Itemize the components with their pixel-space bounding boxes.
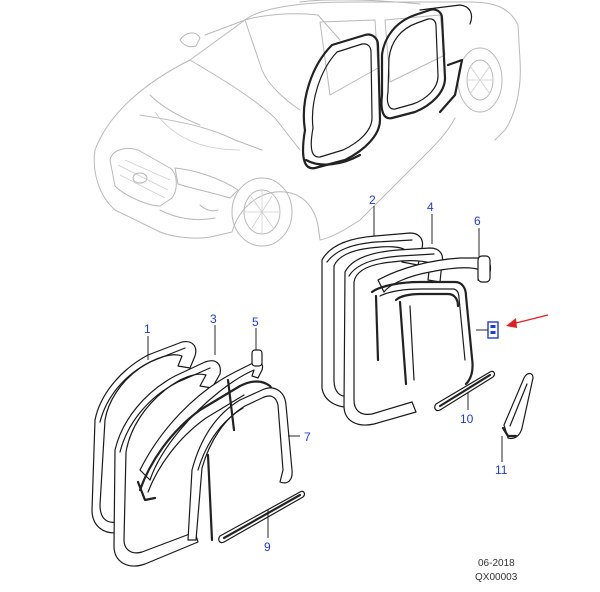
callout-8: 8 [488,336,489,338]
clip-marker-icon [487,321,499,339]
vehicle-illustration [93,0,521,247]
leader-lines [147,206,503,538]
glass-run-channel [370,280,474,386]
reference-code: QX00003 [475,572,518,583]
front-glass-run-channel [138,380,280,492]
callout-3: 3 [210,312,217,326]
callout-6: 6 [474,214,481,228]
callout-5: 5 [252,315,259,329]
seal-part-5 [139,360,264,481]
seal-part-7 [187,387,293,541]
front-door-seals [91,341,306,567]
callout-2: 2 [369,193,376,207]
reference-block: 06-2018 QX00003 [475,558,518,583]
callout-4: 4 [427,200,434,214]
reference-date: 06-2018 [478,558,515,569]
callout-10: 10 [460,412,474,426]
callout-11: 11 [495,463,508,477]
vehicle-seal-highlight [301,4,473,170]
callout-9: 9 [264,540,271,554]
callout-labels: 2 4 6 1 3 5 7 8 9 10 11 [144,193,508,554]
rear-door-seals [321,232,534,440]
seal-part-1 [91,341,197,534]
callout-7: 7 [304,430,311,444]
callout-1: 1 [144,322,151,336]
red-arrow-icon [506,314,549,328]
